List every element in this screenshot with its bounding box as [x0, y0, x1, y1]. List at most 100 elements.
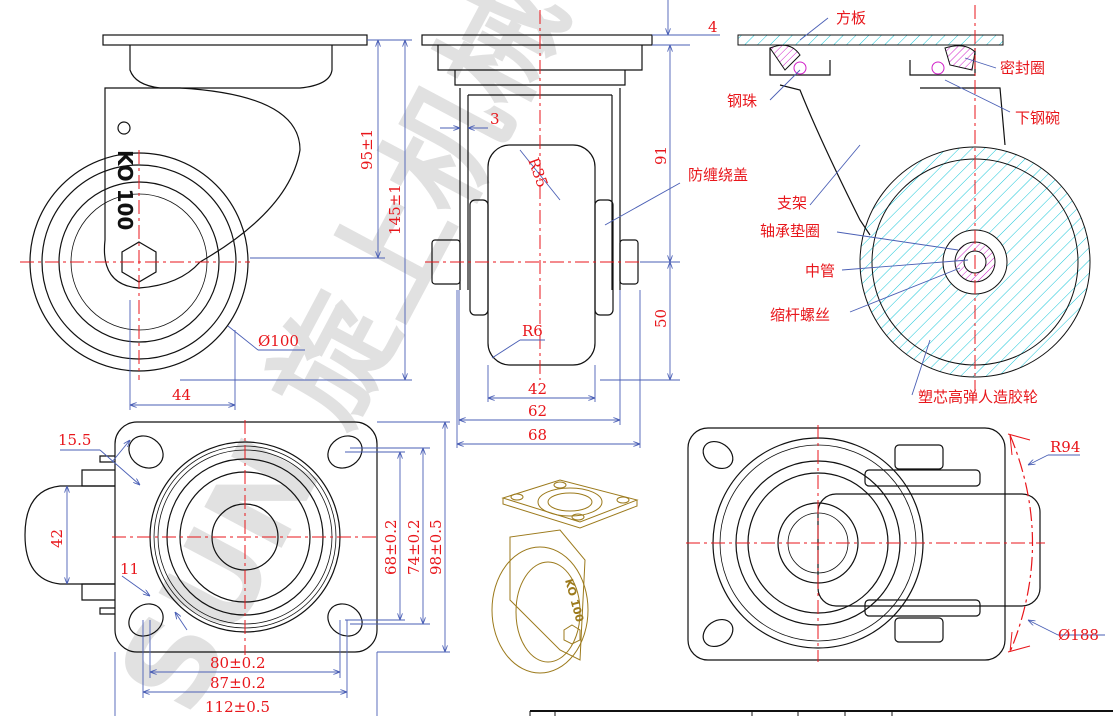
front-view: 4 91 50 3 R35 R6 42 62 68 防缠绕盖: [421, 0, 748, 448]
wheel-top-view: [817, 493, 1041, 607]
dim-line: [111, 440, 130, 463]
leader-line: [911, 339, 931, 396]
top-plate-section: [737, 34, 1004, 46]
iso-wheel-rim: [515, 561, 581, 663]
arc-arrows: [1007, 433, 1031, 653]
dim-145: 145±1: [386, 184, 404, 235]
label-bearing-washer: 轴承垫圈: [760, 222, 820, 240]
leader-line: [769, 69, 801, 101]
title-block-cells: [529, 711, 893, 716]
leader-line: [1028, 454, 1049, 465]
mounting-hole: [128, 435, 164, 469]
seal-left: [769, 44, 801, 71]
leader-line: [604, 182, 681, 226]
steel-ball-left: [793, 61, 807, 75]
title-block: [529, 710, 1113, 716]
dim-80-02: 80±0.2: [210, 654, 266, 672]
dim-3: 3: [490, 110, 500, 128]
thread-guard-left: [469, 199, 489, 316]
label-bracket: 支架: [777, 194, 807, 212]
leader-line: [849, 267, 961, 313]
iso-bracket: [509, 529, 586, 661]
leader-line: [519, 149, 561, 201]
bracket-projection: [81, 455, 115, 615]
leader-line: [809, 144, 861, 206]
bracket-top: [864, 469, 981, 487]
axle-nut-bottom: [894, 617, 944, 643]
dim-44: 44: [172, 386, 191, 404]
label-seal: 密封圈: [1000, 59, 1045, 77]
plate-outline: [687, 427, 1006, 661]
dim-91: 91: [652, 146, 670, 165]
rivet-hole: [117, 121, 131, 135]
dim-98-05: 98±0.5: [427, 519, 445, 575]
top-plate: [102, 34, 368, 46]
iso-wheel: [491, 546, 589, 674]
label-wheel: 塑芯高弹人造胶轮: [918, 388, 1038, 406]
axle-nut-top: [894, 444, 944, 470]
iso-plate-edge: [502, 498, 638, 529]
top-plate: [421, 34, 653, 46]
leader-line: [491, 339, 521, 359]
swivel-radius-arc: [1009, 434, 1034, 653]
mounting-hole: [327, 435, 363, 469]
swivel-housing: [129, 45, 333, 89]
leader-line: [836, 231, 959, 251]
top-plate-view: 15.5 42 11 68±0.2 74±0.2 98±0.5 80±0.2 8…: [24, 420, 450, 716]
dim-line: [121, 575, 150, 596]
dim-87-02: 87±0.2: [210, 674, 266, 692]
seal-right: [944, 45, 976, 71]
iso-hole: [553, 481, 567, 489]
label-top-plate: 方板: [836, 9, 866, 27]
dim-r6: R6: [522, 322, 543, 340]
steel-ball-right: [931, 61, 945, 75]
dim-68: 68: [528, 426, 547, 444]
dim-95: 95±1: [358, 129, 376, 170]
dim-r94: R94: [1050, 438, 1080, 456]
mounting-hole: [327, 603, 363, 637]
leader-line: [227, 325, 259, 351]
dim-r35: R35: [524, 155, 551, 190]
dim-4: 4: [708, 18, 718, 36]
dim-50: 50: [652, 309, 670, 328]
section-view: 方板 密封圈 钢珠 下钢碗 支架 轴承垫圈 中管 缩杆螺丝 塑芯高弹人造胶轮: [727, 5, 1091, 406]
mounting-hole: [702, 618, 734, 648]
bracket-leg: [103, 87, 301, 289]
leader-line: [799, 17, 829, 41]
leader-line: [1028, 620, 1059, 636]
dim-68-02: 68±0.2: [382, 519, 400, 575]
leader-line: [944, 79, 1011, 113]
iso-race: [537, 487, 603, 517]
mounting-holes: [128, 435, 363, 637]
label-steel-ball: 钢珠: [727, 92, 757, 110]
label-axle-bolt: 缩杆螺丝: [770, 306, 830, 324]
dim-74-02: 74±0.2: [405, 519, 423, 575]
iso-nut: [563, 624, 581, 645]
dim-112-05: 112±0.5: [205, 698, 270, 716]
bracket-bottom: [864, 599, 981, 617]
dim-wheel-diameter: Ø100: [258, 332, 299, 350]
mounting-hole: [128, 603, 164, 637]
iso-hole: [616, 496, 630, 504]
leader-line: [964, 57, 997, 69]
product-marking: KO 100: [113, 150, 137, 230]
iso-hole: [510, 493, 524, 501]
leader-line: [841, 259, 969, 271]
bottom-view: R94 Ø188: [686, 425, 1105, 662]
dim-line: [175, 612, 188, 631]
bracket-outline: [779, 84, 1006, 236]
label-center-tube: 中管: [805, 262, 835, 280]
dim-42-top: 42: [48, 529, 66, 548]
isometric-view: KO 100: [491, 479, 639, 674]
iso-hole: [571, 513, 585, 521]
dim-d188: Ø188: [1058, 626, 1099, 644]
dim-15-5: 15.5: [58, 431, 91, 449]
label-thread-guard: 防缠绕盖: [688, 166, 748, 184]
thread-guard-right: [594, 199, 614, 316]
side-view: KO 100 95±1 145±1 Ø100 44: [20, 34, 412, 410]
dim-line: [99, 449, 140, 485]
label-lower-race: 下钢碗: [1015, 109, 1060, 127]
mounting-hole: [702, 440, 734, 470]
